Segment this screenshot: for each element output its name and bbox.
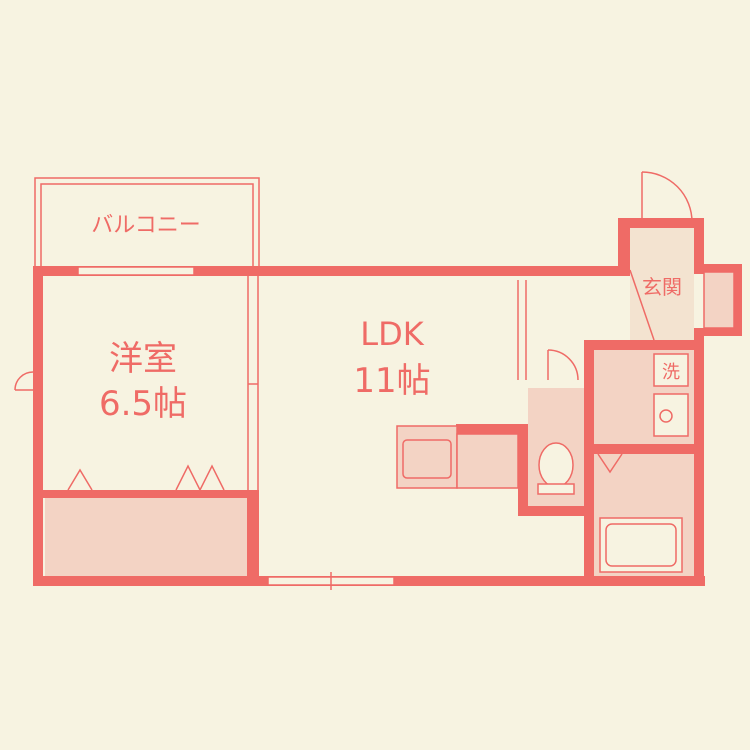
toilet (528, 349, 584, 506)
western-room-name: 洋室 (109, 339, 177, 379)
ldk-name: LDK (360, 315, 424, 353)
entrance-label: 玄関 (642, 275, 682, 299)
sliding-door (247, 276, 527, 490)
closet (45, 497, 247, 577)
entrance-floor (630, 228, 694, 340)
balcony-label: バルコニー (91, 213, 201, 238)
step-line (629, 269, 655, 341)
washroom (594, 350, 694, 576)
closet-doors (67, 464, 225, 492)
ldk-size: 11帖 (353, 361, 430, 401)
western-room-door (14, 371, 34, 391)
windows (77, 266, 395, 590)
washroom-label: 洗 (662, 362, 680, 383)
entrance-closet (703, 271, 735, 329)
kitchen-counter (396, 425, 519, 489)
western-room-size: 6.5帖 (99, 384, 187, 424)
entrance-door (641, 171, 693, 223)
